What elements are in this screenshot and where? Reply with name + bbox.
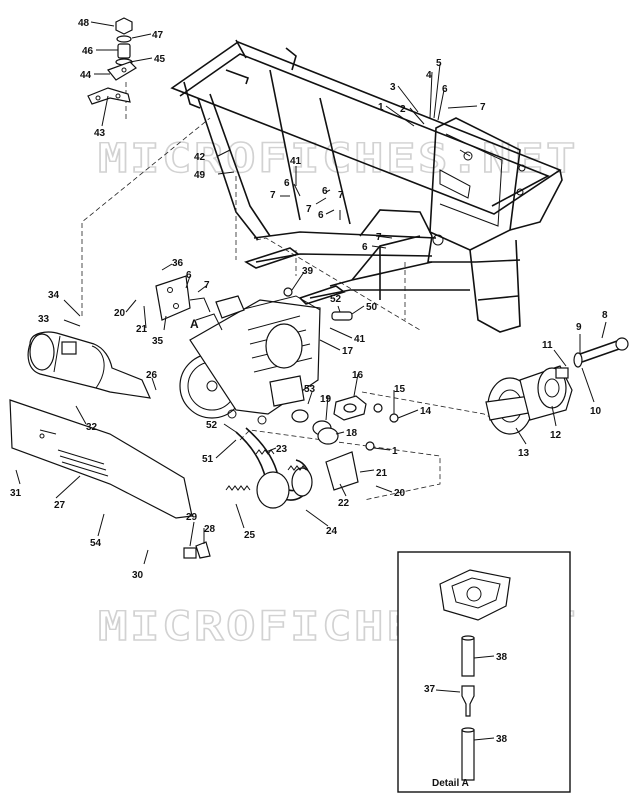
callout-38b: 38 (496, 734, 508, 745)
callout-2: 2 (400, 104, 406, 115)
engine-assembly (179, 295, 321, 425)
exhaust-bracket (325, 451, 359, 491)
callout-7d: 7 (338, 190, 344, 201)
callout-6a: 6 (442, 84, 448, 95)
callout-24: 24 (326, 526, 338, 537)
callout-labels: 48 47 46 45 44 43 3 4 5 6 7 1 2 42 49 41… (10, 18, 608, 745)
callout-34: 34 (48, 290, 60, 301)
engine-mount-plate (155, 275, 191, 321)
mount-bracket-stack (87, 17, 137, 105)
callout-14: 14 (420, 406, 432, 417)
callout-37: 37 (424, 684, 436, 695)
callout-32: 32 (86, 422, 98, 433)
callout-5: 5 (436, 58, 442, 69)
callout-30: 30 (132, 570, 144, 581)
callout-6e-frame: 6 (362, 242, 368, 253)
callout-49: 49 (194, 170, 206, 181)
callout-35: 35 (152, 336, 164, 347)
callout-21a: 21 (136, 324, 148, 335)
callout-4: 4 (426, 70, 432, 81)
callout-22: 22 (338, 498, 350, 509)
callout-7e: 7 (204, 280, 210, 291)
callout-1a: 1 (378, 102, 384, 113)
callout-28: 28 (204, 524, 216, 535)
callout-52b: 52 (206, 420, 218, 431)
callout-26: 26 (146, 370, 158, 381)
callout-8: 8 (602, 310, 608, 321)
callout-20a: 20 (114, 308, 126, 319)
callout-6e: 6 (186, 270, 192, 281)
callout-1b: 1 (392, 446, 398, 457)
callout-50: 50 (366, 302, 378, 313)
detail-a-caption: Detail A (432, 778, 469, 789)
callout-21b: 21 (376, 468, 388, 479)
callout-43: 43 (94, 128, 106, 139)
detail-ref-label: A (190, 317, 199, 331)
callout-38a: 38 (496, 652, 508, 663)
callout-41a: 41 (290, 156, 302, 167)
axle-hub-assembly (485, 337, 629, 435)
callout-39: 39 (302, 266, 314, 277)
callout-13: 13 (518, 448, 530, 459)
callout-7b: 7 (270, 190, 276, 201)
callout-46: 46 (82, 46, 94, 57)
callout-42: 42 (194, 152, 206, 163)
callout-27: 27 (54, 500, 66, 511)
callout-41b: 41 (354, 334, 366, 345)
callout-19: 19 (320, 394, 332, 405)
callout-54: 54 (90, 538, 102, 549)
callout-23: 23 (276, 444, 288, 455)
callout-7a: 7 (480, 102, 486, 113)
callout-51: 51 (202, 454, 214, 465)
callout-16: 16 (352, 370, 364, 381)
callout-7c: 7 (306, 204, 312, 215)
callout-48: 48 (78, 18, 90, 29)
callout-17: 17 (342, 346, 354, 357)
callout-11: 11 (542, 340, 553, 351)
callout-52a: 52 (330, 294, 342, 305)
callout-10: 10 (590, 406, 602, 417)
detail-a-box (397, 551, 571, 793)
callout-12: 12 (550, 430, 562, 441)
callout-7e-frame: 7 (376, 232, 382, 243)
exhaust-spring-upper (255, 449, 275, 455)
callout-9: 9 (576, 322, 582, 333)
muffler-assembly (27, 331, 151, 399)
callout-47: 47 (152, 30, 164, 41)
callout-15: 15 (394, 384, 406, 395)
callout-29: 29 (186, 512, 198, 523)
exhaust-spring-lower (225, 485, 251, 491)
callout-44: 44 (80, 70, 92, 81)
watermark-top: MICROFICHES.NET (98, 136, 578, 182)
center-line (81, 117, 211, 316)
callout-6d: 6 (318, 210, 324, 221)
callout-18: 18 (346, 428, 358, 439)
callout-3: 3 (390, 82, 396, 93)
callout-31: 31 (10, 488, 22, 499)
callout-6c: 6 (322, 186, 328, 197)
callout-25: 25 (244, 530, 256, 541)
callout-53: 53 (304, 384, 316, 395)
frame-assembly (170, 39, 563, 333)
heat-shield (9, 399, 193, 519)
callout-6b: 6 (284, 178, 290, 189)
callout-45: 45 (154, 54, 166, 65)
callout-20b: 20 (394, 488, 406, 499)
leader-lines (15, 21, 607, 741)
callout-36: 36 (172, 258, 184, 269)
callout-33: 33 (38, 314, 50, 325)
